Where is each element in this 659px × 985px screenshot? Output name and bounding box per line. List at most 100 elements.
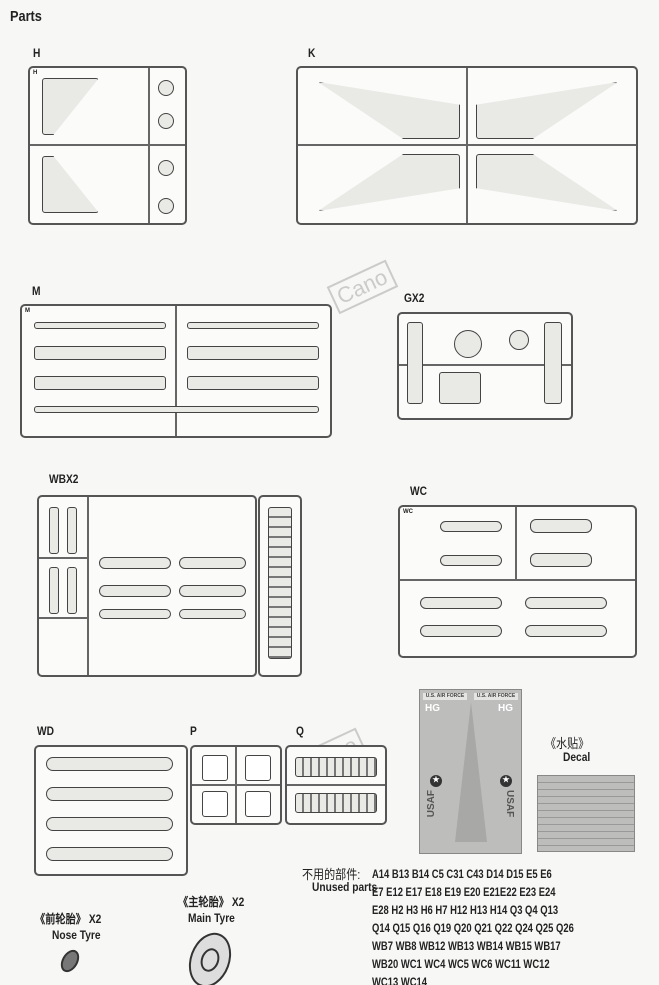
part [34, 406, 319, 413]
part-wing [42, 78, 99, 135]
unused-label-en: Unused parts [312, 880, 378, 894]
decal-hg-left: HG [425, 703, 440, 714]
main-tyre-label-en: Main Tyre [188, 911, 235, 925]
sprue-p [190, 745, 282, 825]
decal-label-cn: 《水贴》 [545, 736, 590, 751]
part-missile [67, 507, 77, 554]
sprue-label-h: H [33, 46, 41, 60]
part [439, 372, 481, 404]
part-canopy [245, 755, 271, 781]
unused-line: A14 B13 B14 C5 C31 C43 D14 D15 E5 E6 [372, 869, 552, 881]
decal-label-en: Decal [563, 750, 591, 764]
decal-sheet-small [537, 775, 635, 852]
page-title: Parts [10, 8, 42, 25]
unused-line: WB20 WC1 WC4 WC5 WC6 WC11 WC12 [372, 959, 550, 971]
part-tank [46, 787, 173, 801]
main-tyre-label-cn: 《主轮胎》 X2 [178, 895, 245, 909]
sprue-q [285, 745, 387, 825]
sprue-tag: H [33, 70, 38, 76]
part-missile [49, 507, 59, 554]
decal-us-air-force-right: U.S. AIR FORCE [474, 693, 518, 700]
part-row [295, 757, 377, 777]
sprue-tag: M [25, 308, 30, 314]
part-pod [525, 625, 607, 637]
part-fuselage-half [318, 154, 460, 211]
sprue-label-wd: WD [37, 724, 54, 738]
part-pod [525, 597, 607, 609]
part-missile [67, 567, 77, 614]
nose-tyre-label-cn: 《前轮胎》 X2 [35, 912, 102, 926]
sprue-wd [34, 745, 188, 876]
sprue-m: M [20, 304, 332, 438]
sprue-label-wbx2: WBX2 [49, 472, 79, 486]
part-tank [46, 847, 173, 861]
unused-line: E7 E12 E17 E18 E19 E20 E21E22 E23 E24 [372, 887, 556, 899]
part-canopy [202, 791, 228, 817]
part-bomb [99, 557, 171, 569]
main-tyre-icon [181, 926, 239, 985]
part [34, 376, 166, 390]
part [544, 322, 562, 404]
unused-parts-list: A14 B13 B14 C5 C31 C43 D14 D15 E5 E6 E7 … [372, 866, 574, 985]
part-bomb [179, 557, 246, 569]
part-pod [530, 519, 592, 533]
part-row [295, 793, 377, 813]
part-bomb [99, 609, 171, 619]
nose-tyre-icon [57, 946, 83, 976]
part-fuselage-half [476, 154, 618, 211]
part [158, 80, 174, 96]
unused-line: E28 H2 H3 H6 H7 H12 H13 H14 Q3 Q4 Q13 [372, 905, 559, 917]
part-pod [440, 555, 502, 566]
decal-usaf-right: USAF [504, 790, 515, 818]
part-pod [420, 597, 502, 609]
sprue-k [296, 66, 638, 225]
nose-tyre-label-en: Nose Tyre [52, 928, 101, 942]
sprue-wbx2-side [258, 495, 302, 677]
decal-hg-right: HG [498, 703, 513, 714]
part-bomb [179, 609, 246, 619]
sprue-h: H [28, 66, 187, 225]
part [187, 346, 319, 360]
watermark: Cano [326, 259, 398, 315]
unused-label-cn: 不用的部件: [302, 867, 361, 882]
unused-line: WC13 WC14 [372, 977, 428, 985]
part [187, 376, 319, 390]
part-pod [440, 521, 502, 532]
decal-us-air-force-left: U.S. AIR FORCE [423, 693, 467, 700]
part-bomb [179, 585, 246, 597]
part-tank [46, 757, 173, 771]
unused-line: Q14 Q15 Q16 Q19 Q20 Q21 Q22 Q24 Q25 Q26 [372, 923, 574, 935]
part-wheel [454, 330, 482, 358]
decal-usaf-left: USAF [426, 790, 437, 818]
part [34, 322, 166, 329]
decal-sheet-main: U.S. AIR FORCE U.S. AIR FORCE HG HG ★ ★ … [419, 689, 522, 854]
part-canopy [202, 755, 228, 781]
sprue-label-wc: WC [410, 484, 427, 498]
sprue-tag: WC [403, 509, 413, 515]
part [158, 198, 174, 214]
part-bomb [99, 585, 171, 597]
sprue-label-q: Q [296, 724, 304, 738]
sprue-wc: WC [398, 505, 637, 658]
part [34, 346, 166, 360]
sprue-wbx2 [37, 495, 257, 677]
part-pod [420, 625, 502, 637]
sprue-label-m: M [32, 284, 41, 298]
sprue-label-gx2: GX2 [404, 291, 425, 305]
part-fuselage-half [318, 82, 460, 139]
part-rack [268, 507, 292, 659]
sprue-label-k: K [308, 46, 316, 60]
sprue-label-p: P [190, 724, 197, 738]
part [158, 113, 174, 129]
part-canopy [245, 791, 271, 817]
unused-line: WB7 WB8 WB12 WB13 WB14 WB15 WB17 [372, 941, 561, 953]
part-wing [42, 156, 99, 213]
part [407, 322, 423, 404]
part-fuselage-half [476, 82, 618, 139]
part-wheel [509, 330, 529, 350]
sprue-gx2 [397, 312, 573, 420]
part [187, 322, 319, 329]
part-missile [49, 567, 59, 614]
part-tank [46, 817, 173, 831]
